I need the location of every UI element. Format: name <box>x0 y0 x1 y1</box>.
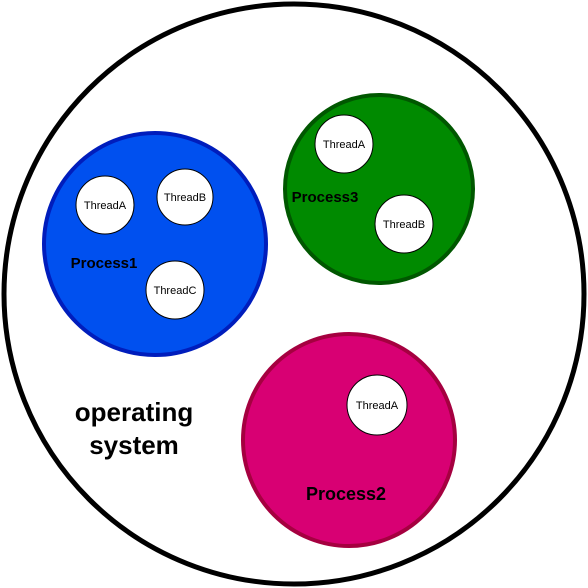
process1-threadb-label: ThreadB <box>164 192 206 204</box>
os-label-line2: system <box>89 430 179 460</box>
process2-group: ThreadA Process2 <box>241 332 457 548</box>
process3-label: Process3 <box>292 189 359 206</box>
process1-threada-label: ThreadA <box>84 200 127 212</box>
process3-group: ThreadA ThreadB Process3 <box>283 93 475 285</box>
process1-group: ThreadA ThreadB ThreadC Process1 <box>42 131 268 357</box>
process1-threadc-label: ThreadC <box>154 285 197 297</box>
process2-label: Process2 <box>306 484 386 504</box>
process1-circle <box>42 131 268 357</box>
process2-circle <box>241 332 457 548</box>
process2-threada-label: ThreadA <box>356 400 399 412</box>
os-label-line1: operating <box>75 397 193 427</box>
process2-threada-circle <box>346 374 408 436</box>
process3-threada-circle <box>314 114 374 174</box>
process1-threadb-circle <box>156 168 214 226</box>
process1-label: Process1 <box>71 255 138 272</box>
process1-threadc-circle <box>145 260 205 320</box>
process3-threadb-label: ThreadB <box>383 219 425 231</box>
process1-threada-circle <box>75 175 135 235</box>
process3-threada-label: ThreadA <box>323 139 366 151</box>
process3-threadb-circle <box>374 194 434 254</box>
